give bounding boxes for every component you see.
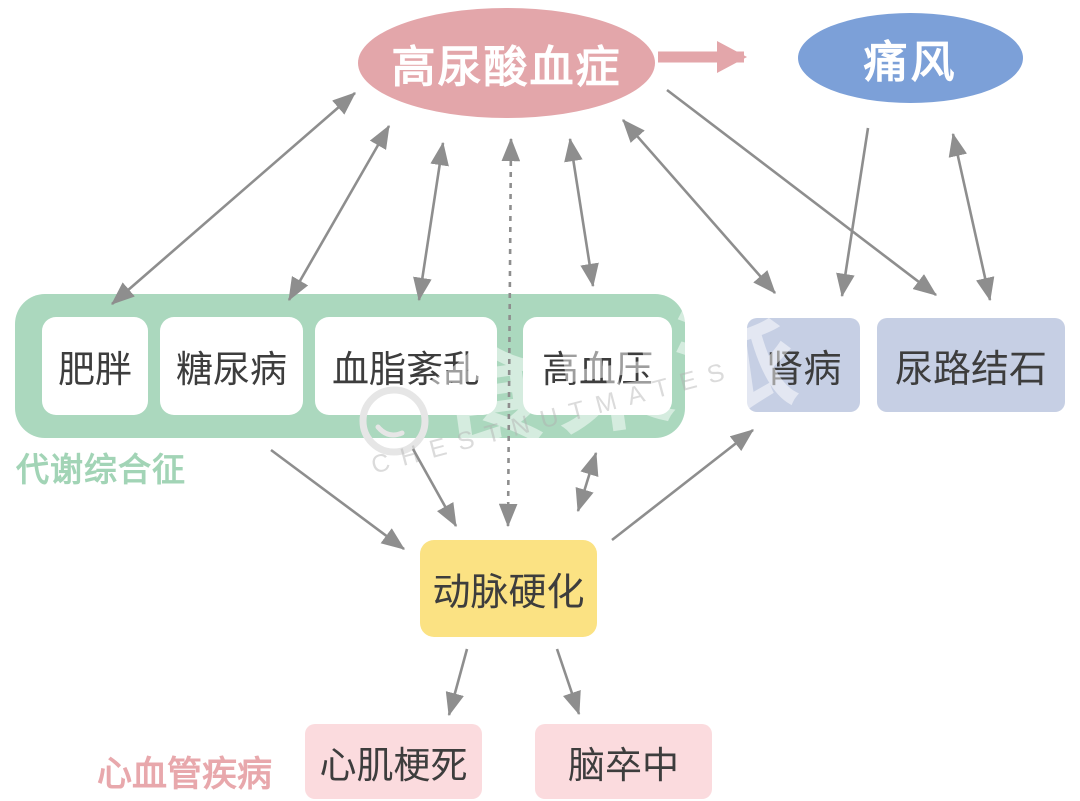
node-urinary-stones: 尿路结石 xyxy=(877,318,1065,412)
node-kidney-disease-label: 肾病 xyxy=(765,348,842,391)
node-diabetes-label: 糖尿病 xyxy=(176,349,287,390)
node-hyperuricemia-label: 高尿酸血症 xyxy=(391,43,622,92)
node-diabetes: 糖尿病 xyxy=(160,317,303,415)
metabolic-syndrome-caption: 代谢综合征 xyxy=(16,451,186,488)
cardiovascular-caption: 心血管疾病 xyxy=(97,755,273,794)
node-dyslipidemia: 血脂紊乱 xyxy=(315,317,497,415)
edge-metabolic-arteriosclerosis xyxy=(411,448,458,528)
edge-metabolic-arteriosclerosis xyxy=(575,451,599,513)
node-obesity-label: 肥胖 xyxy=(58,349,132,390)
node-kidney-disease: 肾病 xyxy=(747,318,860,412)
edge-arteriosclerosis-myocardial-infarction xyxy=(445,648,469,717)
node-arteriosclerosis: 动脉硬化 xyxy=(420,540,597,637)
node-dyslipidemia-label: 血脂紊乱 xyxy=(332,349,480,390)
node-urinary-stones-label: 尿路结石 xyxy=(894,348,1047,391)
node-gout: 痛风 xyxy=(798,13,1023,103)
node-gout-label: 痛风 xyxy=(863,38,958,87)
edge-hyperuricemia-obesity xyxy=(111,92,356,305)
edge-gout-kidney xyxy=(836,127,870,298)
edge-arteriosclerosis-stroke xyxy=(555,648,581,716)
edge-hyperuricemia-dyslipidemia xyxy=(413,141,449,302)
edge-hyperuricemia-kidney xyxy=(622,119,776,294)
edge-gout-stones xyxy=(948,132,995,302)
node-myocardial-infarction: 心肌梗死 xyxy=(305,724,482,799)
node-obesity: 肥胖 xyxy=(42,317,148,415)
node-stroke: 脑卒中 xyxy=(535,724,712,799)
edge-arteriosclerosis-kidney xyxy=(611,428,754,542)
edge-hyperuricemia-diabetes xyxy=(287,124,391,302)
edge-hyperuricemia-hypertension xyxy=(564,137,599,288)
node-myocardial-infarction-label: 心肌梗死 xyxy=(319,744,468,786)
edge-metabolic-arteriosclerosis xyxy=(270,448,405,551)
node-arteriosclerosis-label: 动脉硬化 xyxy=(432,572,585,614)
node-hyperuricemia: 高尿酸血症 xyxy=(358,8,655,118)
node-hypertension-label: 高血压 xyxy=(542,349,653,390)
node-stroke-label: 脑卒中 xyxy=(568,744,679,786)
edge-hyperuricemia-stones xyxy=(666,88,937,297)
node-hypertension: 高血压 xyxy=(523,317,672,415)
